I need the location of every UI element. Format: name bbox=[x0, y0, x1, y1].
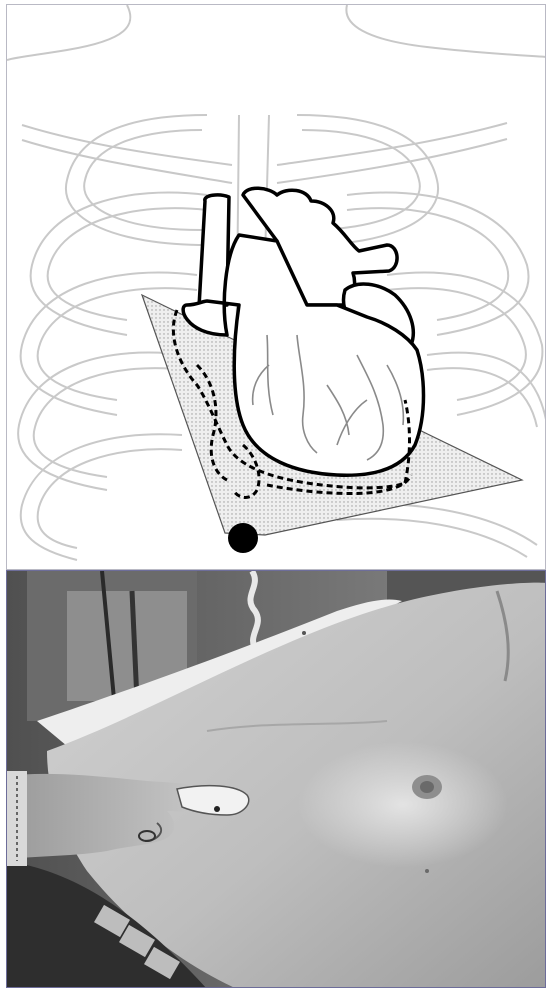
skin-mark bbox=[302, 631, 306, 635]
skin-sheen bbox=[217, 711, 517, 891]
probe-photo-svg bbox=[7, 571, 546, 988]
clavicles bbox=[22, 123, 507, 183]
heart-diagram-panel bbox=[6, 4, 546, 570]
probe-marker bbox=[228, 523, 258, 553]
heart-diagram-svg bbox=[7, 5, 546, 570]
neck-outline bbox=[7, 5, 546, 60]
probe-indicator bbox=[214, 806, 220, 812]
probe-photo-panel bbox=[6, 570, 546, 988]
